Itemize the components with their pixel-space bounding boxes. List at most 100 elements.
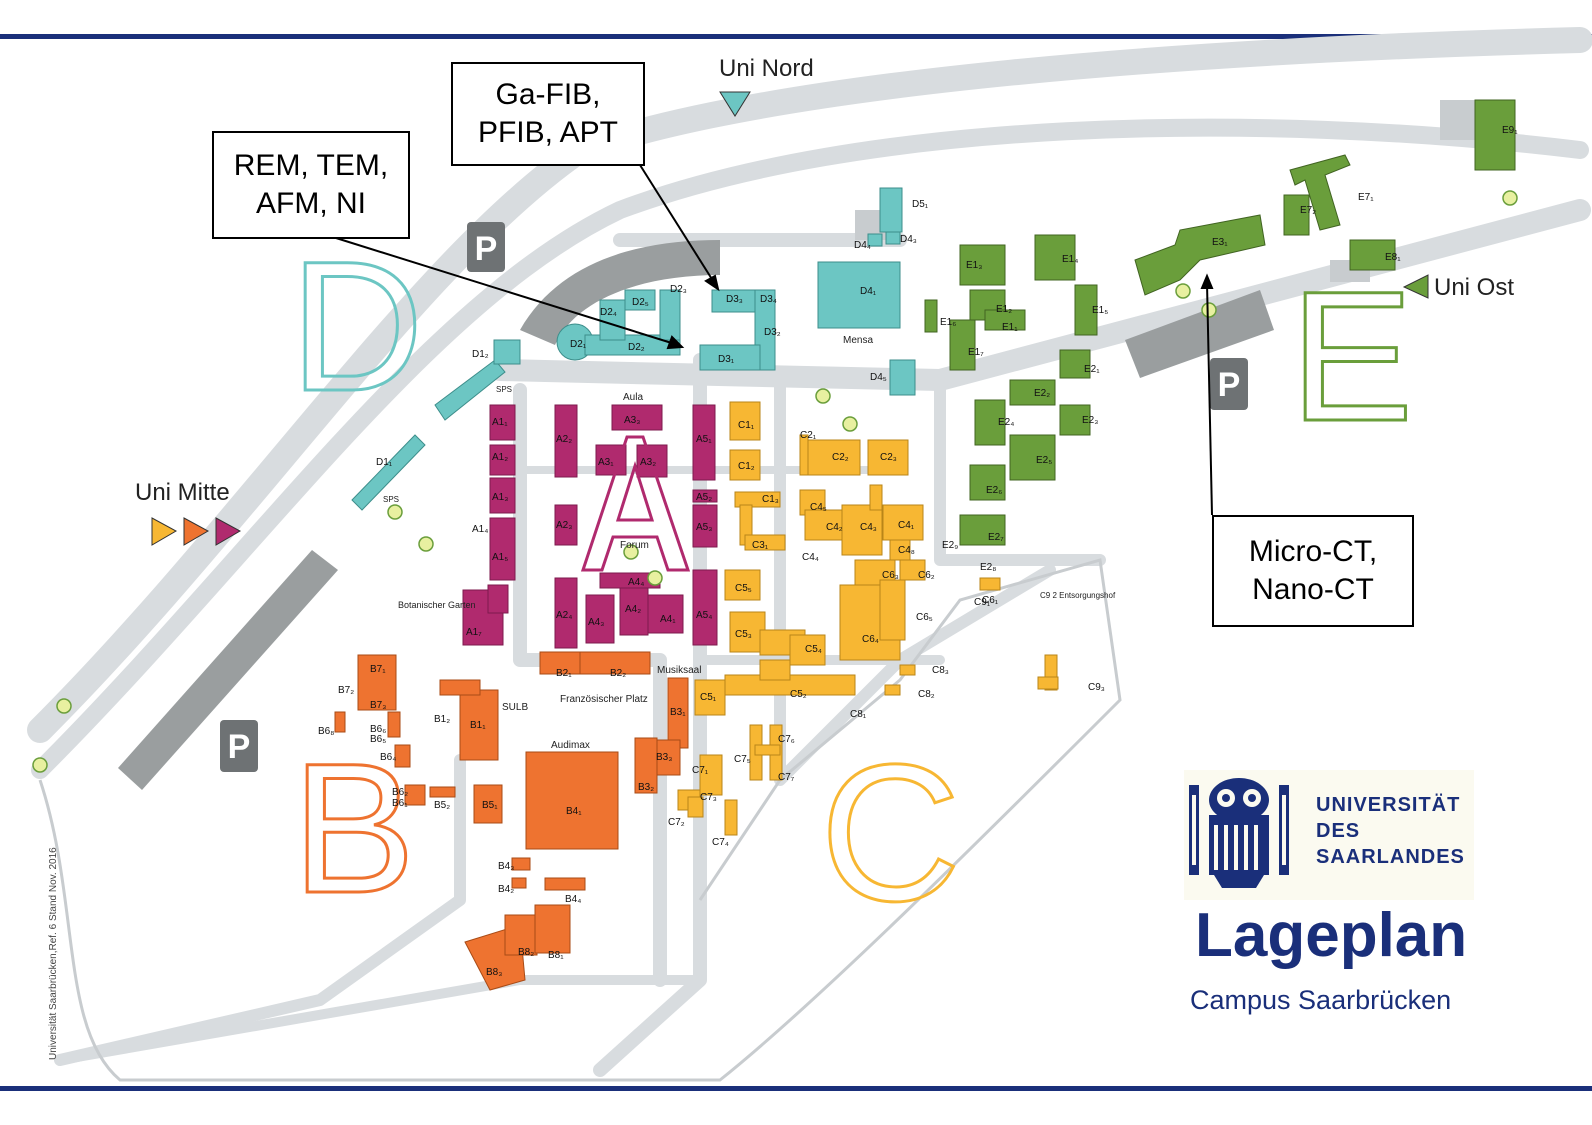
building-label: C7₂ <box>668 817 685 828</box>
building-label: C2₂ <box>832 452 849 463</box>
uni-mitte-label: Uni Mitte <box>135 479 230 506</box>
building-label: A1₂ <box>492 452 508 463</box>
building-label: B3₃ <box>656 752 672 763</box>
zone-a-letter <box>580 435 691 572</box>
building-label: B3₁ <box>670 707 686 718</box>
building-label: C5₃ <box>735 629 752 640</box>
zone-c-letter: C <box>820 724 961 942</box>
building-label: A4₂ <box>625 604 641 615</box>
building-label: B2₂ <box>610 668 626 679</box>
building-label: A5₁ <box>696 434 712 445</box>
building-label: D1₂ <box>472 349 489 360</box>
university-line-2: DES <box>1316 820 1361 842</box>
building-label: B6₅ <box>370 734 386 745</box>
building-label: C6₂ <box>918 570 935 581</box>
building-label: E1₇ <box>968 347 984 358</box>
building-label: E2₉ <box>942 540 958 551</box>
svg-text:P: P <box>228 728 251 766</box>
university-logo: UNIVERSITÄT DES SAARLANDES <box>1184 770 1474 900</box>
building-label: D2₂ <box>628 342 645 353</box>
ga-fib-pfib-apt-callout: Ga-FIB, PFIB, APT <box>451 62 645 166</box>
building-label: B6₁ <box>392 798 408 809</box>
building-label: D4₅ <box>870 372 887 383</box>
sps-label: SPS <box>383 495 399 504</box>
building-label: C7₄ <box>712 837 729 848</box>
building-label: C9₃ <box>1088 682 1105 693</box>
building-label: B5₁ <box>482 800 498 811</box>
building-label: B6₄ <box>380 752 396 763</box>
building-label: C2₃ <box>880 452 897 463</box>
building-label: C6₁ <box>982 595 999 606</box>
uni-mitte-arrow-icon <box>151 517 178 546</box>
uni-ost-label: Uni Ost <box>1434 274 1514 301</box>
building-label: B2₁ <box>556 668 572 679</box>
forum-label: Forum <box>620 540 649 551</box>
building-label: B4₄ <box>565 894 581 905</box>
building-label: A1₅ <box>492 552 508 563</box>
uni-mitte-arrow-icon <box>215 517 242 546</box>
building-label: C6₅ <box>916 612 933 623</box>
building-label: B8₁ <box>548 950 564 961</box>
uni-mitte-arrow-icon <box>183 517 210 546</box>
building-label: C8₁ <box>850 709 867 720</box>
building-label: D2₅ <box>632 297 649 308</box>
building-label: A2₄ <box>556 610 572 621</box>
zone-d-buildings <box>351 187 916 511</box>
sps-label: SPS <box>496 385 512 394</box>
building-label: E2₃ <box>1082 415 1098 426</box>
building-label: A4₁ <box>660 614 676 625</box>
zone-a-buildings <box>462 404 718 649</box>
building-label: D3₂ <box>764 327 781 338</box>
aula-label: Aula <box>623 392 643 403</box>
building-label: E1₆ <box>940 317 956 328</box>
building-label: C8₃ <box>932 665 949 676</box>
building-label: D2₃ <box>670 284 687 295</box>
building-label: D4₁ <box>860 286 877 297</box>
building-label: E3₁ <box>1212 237 1228 248</box>
building-label: D2₁ <box>570 339 587 350</box>
building-label: E1₄ <box>1062 254 1078 265</box>
bottom-rule <box>0 1086 1592 1091</box>
building-label: C1₂ <box>738 461 755 472</box>
building-label: C5₄ <box>805 644 822 655</box>
building-label: A2₂ <box>556 434 572 445</box>
building-label: A3₁ <box>598 457 614 468</box>
building-label: B6₆ <box>370 724 386 735</box>
place-labels: Aula Forum Mensa Musiksaal Audimax Botan… <box>383 335 1116 751</box>
building-label: E2₅ <box>1036 455 1052 466</box>
building-label: B4₃ <box>498 861 514 872</box>
building-label: A1₇ <box>466 627 482 638</box>
building-label: D3₄ <box>760 294 777 305</box>
top-rule <box>0 34 1592 39</box>
franzoesischer-platz-label: Französischer Platz <box>560 694 648 705</box>
building-label: E1₁ <box>1002 322 1018 333</box>
university-name: UNIVERSITÄT DES SAARLANDES <box>1316 792 1465 870</box>
building-label: B7₃ <box>370 700 386 711</box>
building-label: C4₂ <box>826 522 843 533</box>
building-label: C2₁ <box>800 430 817 441</box>
mensa-label: Mensa <box>843 335 873 346</box>
zone-b-letter: B <box>292 726 415 932</box>
building-label: A4₄ <box>628 577 644 588</box>
building-label: C4₄ <box>802 552 819 563</box>
building-label: A5₂ <box>696 492 712 503</box>
building-label: E2₇ <box>988 532 1004 543</box>
musiksaal-label: Musiksaal <box>657 665 701 676</box>
building-label: C7₁ <box>692 765 709 776</box>
building-label: C5₁ <box>700 692 717 703</box>
building-label: B7₂ <box>338 685 354 696</box>
university-line-1: UNIVERSITÄT <box>1316 794 1461 816</box>
rem-tem-afm-ni-callout: REM, TEM, AFM, NI <box>212 131 410 239</box>
building-label: A2₃ <box>556 520 572 531</box>
building-label: C4₁ <box>898 520 915 531</box>
building-label: A5₄ <box>696 610 712 621</box>
building-label: A4₃ <box>588 617 604 628</box>
building-label: D5₁ <box>912 199 929 210</box>
sulb-label: SULB <box>502 702 528 713</box>
zone-c-buildings <box>677 401 1059 836</box>
building-label: E7₁ <box>1358 192 1374 203</box>
building-label: B3₂ <box>638 782 654 793</box>
building-label: A1₁ <box>492 417 508 428</box>
